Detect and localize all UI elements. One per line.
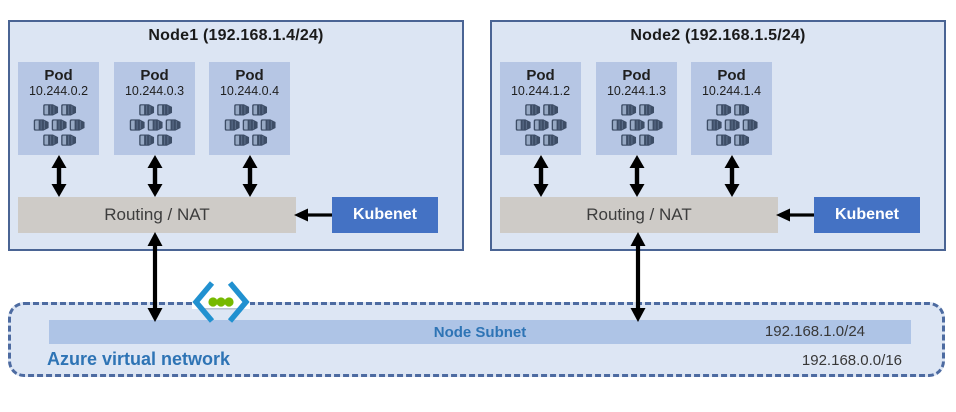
pod1-routing-double-arrow	[533, 155, 549, 197]
pod-ip: 10.244.1.2	[510, 84, 571, 98]
node1-title: Node1 (192.168.1.4/24)	[148, 27, 324, 44]
pod-label: Pod	[717, 67, 746, 84]
azure-virtual-network-label: Azure virtual network	[47, 349, 231, 369]
node2-pod2-box: Pod 10.244.1.3	[596, 62, 677, 155]
node1-pod3-box: Pod 10.244.0.4	[209, 62, 290, 155]
kubernetes-pod-icon	[706, 102, 758, 148]
kubenet-to-routing-arrow	[294, 208, 332, 222]
pod3-routing-double-arrow	[724, 155, 740, 197]
pod-label: Pod	[526, 67, 555, 84]
kubenet-to-routing-arrow	[776, 208, 814, 222]
kubernetes-pod-icon	[224, 102, 276, 148]
pod-label: Pod	[235, 67, 264, 84]
kubernetes-pod-icon	[129, 102, 181, 148]
node2-pod3-box: Pod 10.244.1.4	[691, 62, 772, 155]
pod-ip: 10.244.0.3	[124, 84, 185, 98]
pod-ip: 10.244.0.4	[219, 84, 280, 98]
pod-label: Pod	[44, 67, 73, 84]
node1-subnet-double-arrow	[147, 232, 163, 322]
node-subnet-bar: Node Subnet 192.168.1.0/24	[49, 320, 911, 344]
node2-routing-nat-bar: Routing / NAT	[500, 197, 778, 233]
kubernetes-pod-icon	[33, 102, 85, 148]
vnet-cidr: 192.168.0.0/16	[801, 352, 902, 369]
node2-title: Node2 (192.168.1.5/24)	[630, 27, 806, 44]
kubernetes-pod-icon	[611, 102, 663, 148]
node1-pod1-box: Pod 10.244.0.2	[18, 62, 99, 155]
pod3-routing-double-arrow	[242, 155, 258, 197]
virtual-network-icon	[192, 281, 250, 323]
node1-pod2-box: Pod 10.244.0.3	[114, 62, 195, 155]
node-subnet-cidr: 192.168.1.0/24	[764, 323, 865, 340]
pod1-routing-double-arrow	[51, 155, 67, 197]
azure-virtual-network-box: Node Subnet 192.168.1.0/24 Azure virtual…	[8, 302, 945, 377]
node2-subnet-double-arrow	[630, 232, 646, 322]
node2-pod1-box: Pod 10.244.1.2	[500, 62, 581, 155]
kubernetes-pod-icon	[515, 102, 567, 148]
pod-ip: 10.244.1.4	[701, 84, 762, 98]
pod2-routing-double-arrow	[147, 155, 163, 197]
pod2-routing-double-arrow	[629, 155, 645, 197]
node-subnet-label: Node Subnet	[433, 323, 527, 341]
node1-box: Node1 (192.168.1.4/24) Pod 10.244.0.2 Po…	[8, 20, 464, 251]
pod-label: Pod	[622, 67, 651, 84]
node2-box: Node2 (192.168.1.5/24) Pod 10.244.1.2 Po…	[490, 20, 946, 251]
node2-kubenet-box: Kubenet	[814, 197, 920, 233]
pod-label: Pod	[140, 67, 169, 84]
pod-ip: 10.244.0.2	[28, 84, 89, 98]
node1-kubenet-box: Kubenet	[332, 197, 438, 233]
node1-routing-nat-bar: Routing / NAT	[18, 197, 296, 233]
pod-ip: 10.244.1.3	[606, 84, 667, 98]
